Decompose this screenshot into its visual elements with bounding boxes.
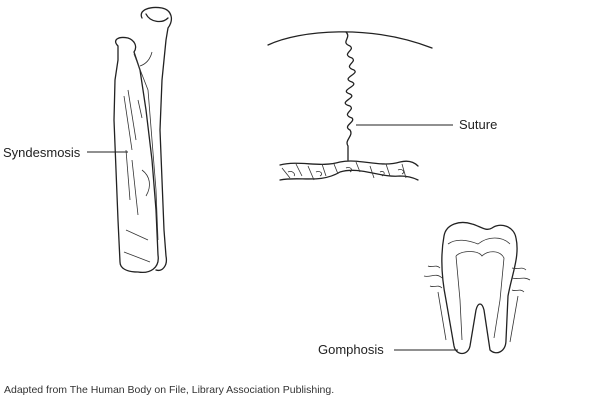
syndesmosis-label: Syndesmosis xyxy=(3,145,81,160)
tooth-illustration xyxy=(423,221,531,355)
forearm-bones-illustration xyxy=(113,6,173,274)
suture-label: Suture xyxy=(459,117,497,132)
skull-suture-illustration xyxy=(267,31,433,181)
gomphosis-label: Gomphosis xyxy=(318,342,384,357)
source-credit: Adapted from The Human Body on File, Lib… xyxy=(4,384,335,396)
